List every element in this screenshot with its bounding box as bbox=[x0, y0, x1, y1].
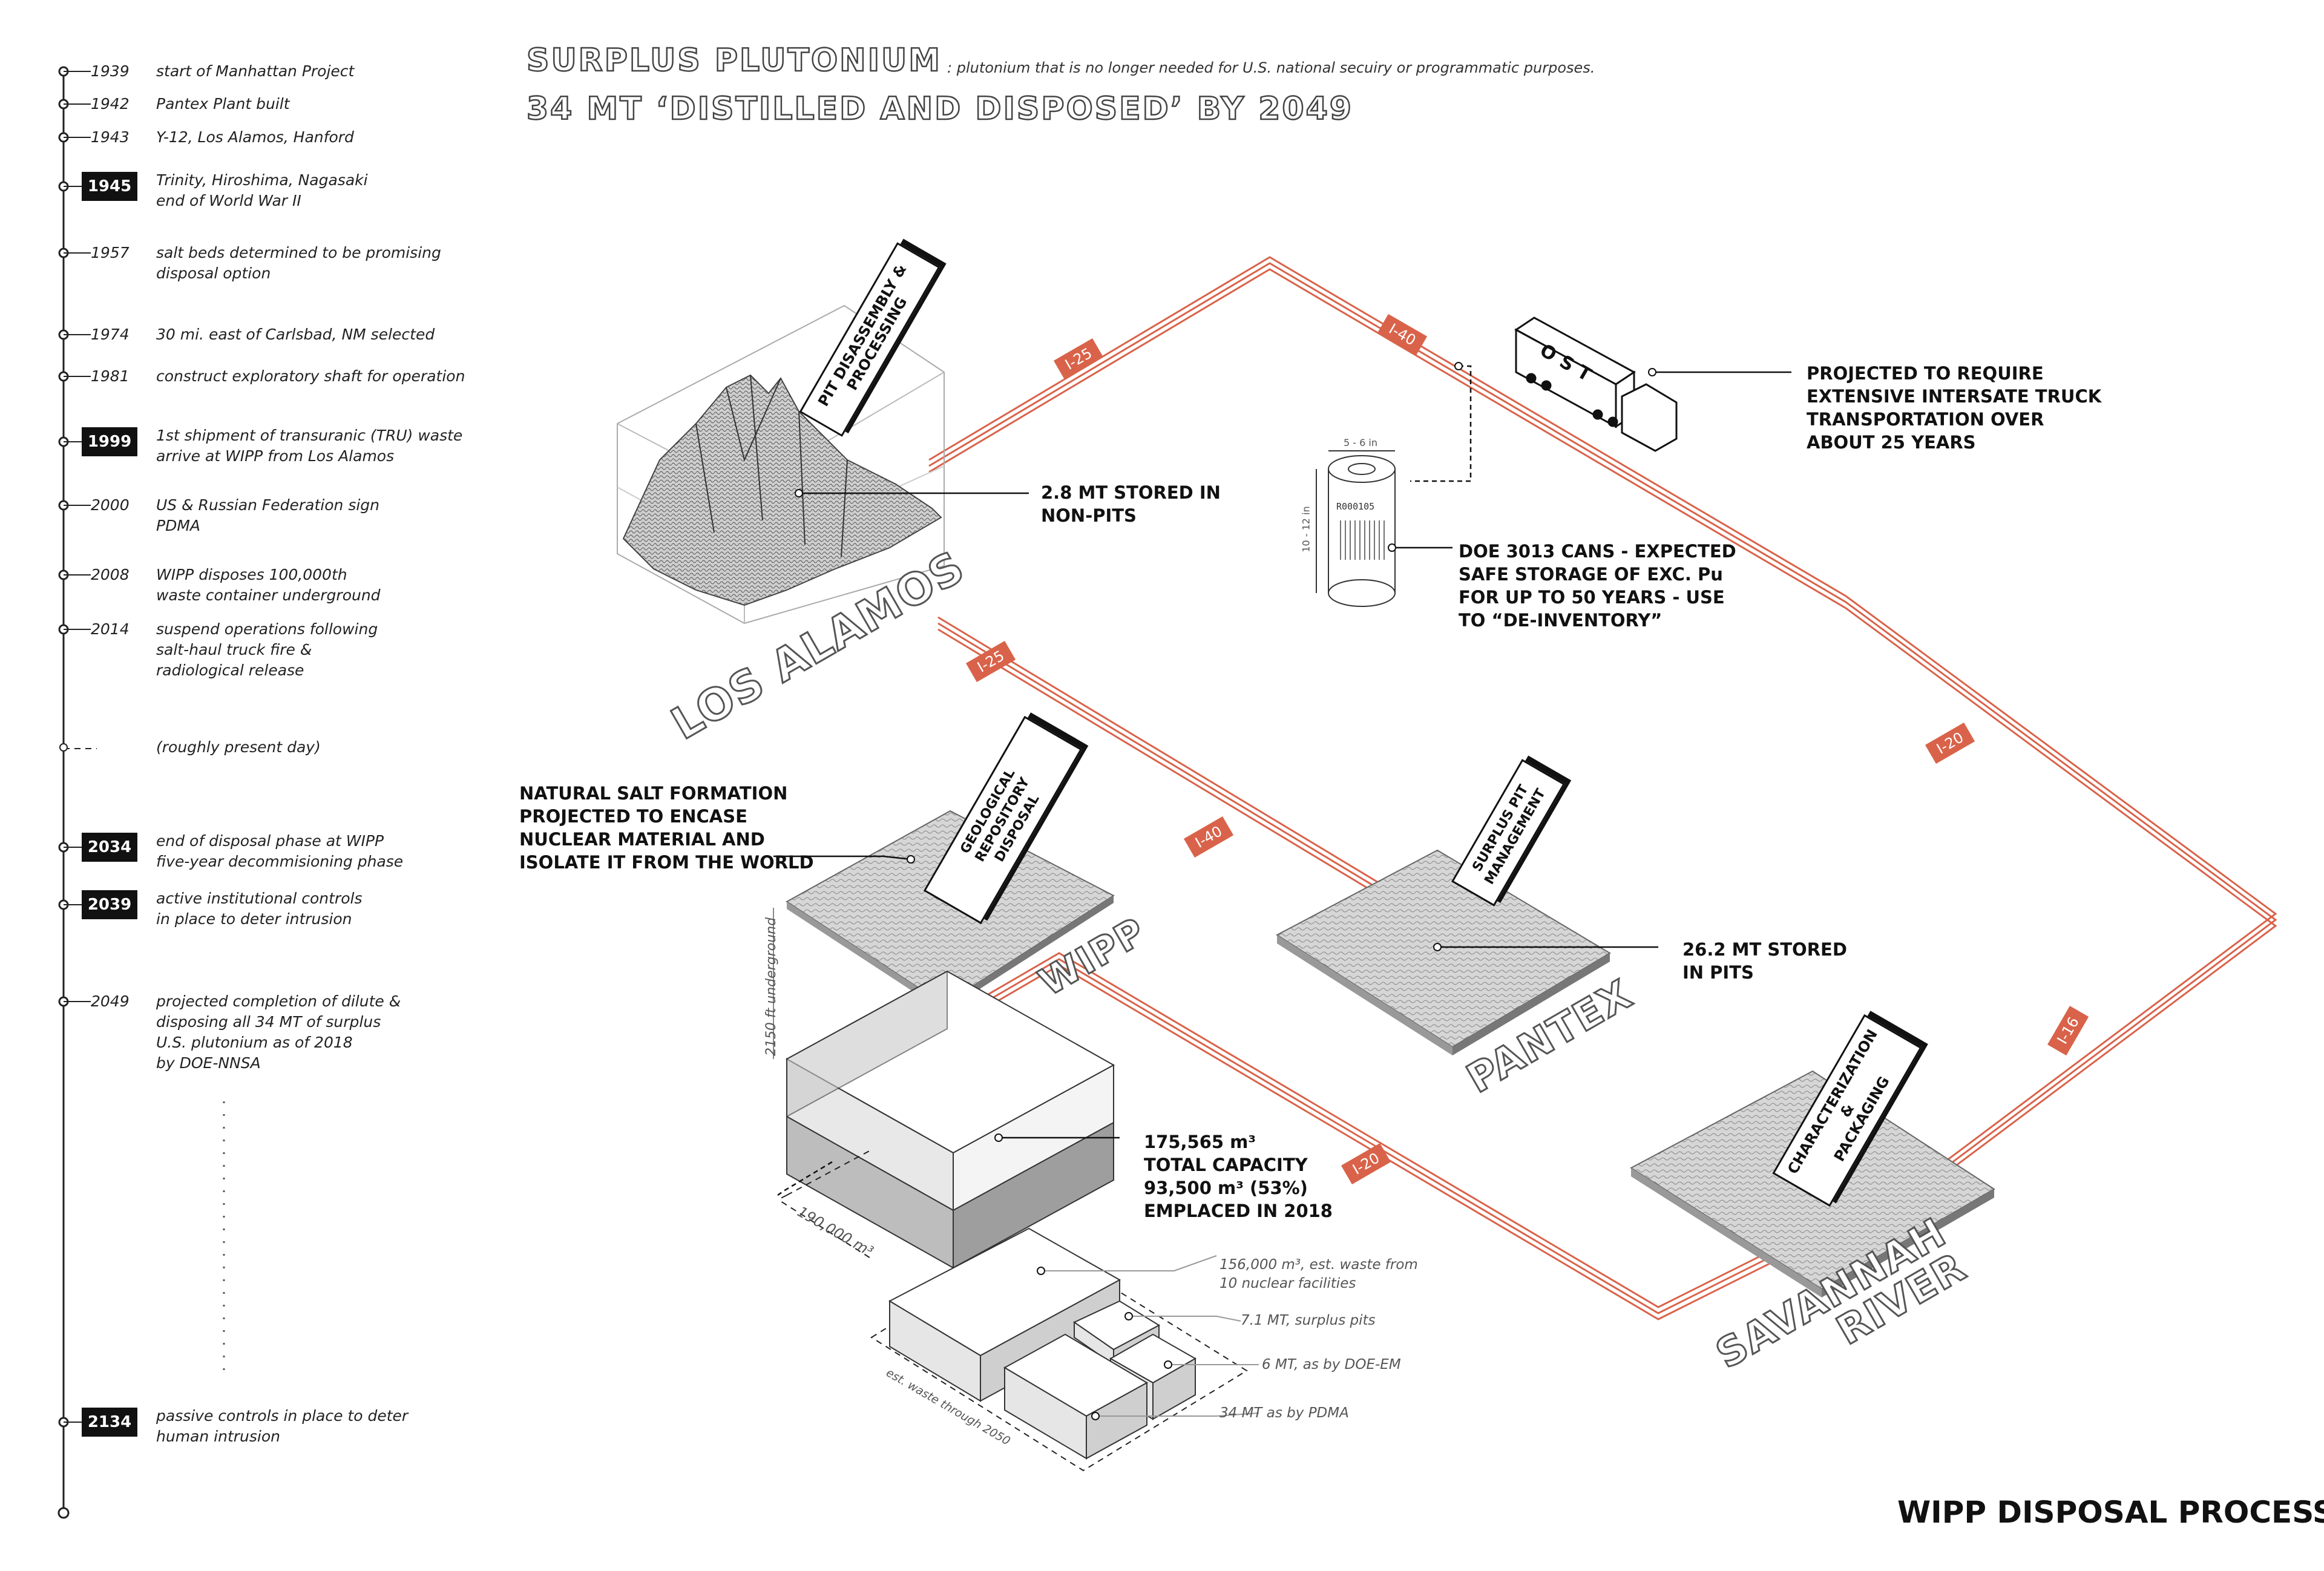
title-line-2: 34 MT ‘DISTILLED AND DISPOSED’ BY 2049 bbox=[526, 90, 1353, 128]
timeline-event: Y-12, Los Alamos, Hanford bbox=[156, 128, 354, 146]
timeline-year: 2008 bbox=[91, 566, 130, 583]
timeline-event: 30 mi. east of Carlsbad, NM selected bbox=[156, 326, 435, 343]
timeline-year: 1939 bbox=[91, 62, 130, 80]
timeline-event: active institutional controls in place t… bbox=[156, 890, 363, 928]
block-note-7-1-mt: 7.1 MT, surplus pits bbox=[1241, 1313, 1376, 1328]
timeline-event: (roughly present day) bbox=[156, 738, 321, 756]
callout-can: DOE 3013 CANS - EXPECTED SAFE STORAGE OF… bbox=[1459, 541, 1736, 631]
timeline-year: 1942 bbox=[91, 95, 130, 113]
timeline-node bbox=[59, 743, 68, 752]
timeline-year: 1957 bbox=[91, 244, 130, 261]
timeline-year: 1999 bbox=[82, 427, 137, 456]
surplus-definition: : plutonium that is no longer needed for… bbox=[947, 59, 1595, 76]
pantex-terrain bbox=[1276, 849, 1611, 1055]
leader-lines bbox=[773, 365, 1791, 1196]
callout-los-alamos: 2.8 MT STORED IN NON-PITS bbox=[1041, 482, 1221, 526]
repository-depth-label: 2150 ft underground bbox=[764, 917, 780, 1057]
timeline-event: US & Russian Federation sign PDMA bbox=[156, 496, 380, 534]
block-leaders bbox=[1041, 1255, 1259, 1417]
timeline-year: 1943 bbox=[91, 128, 130, 146]
timeline-event: 1st shipment of transuranic (TRU) waste … bbox=[156, 427, 463, 465]
timeline-year: 1974 bbox=[91, 326, 130, 343]
can-height-dim: 10 - 12 in bbox=[1300, 506, 1312, 553]
timeline-axis bbox=[57, 66, 225, 1519]
callout-repository-capacity: 175,565 m³ TOTAL CAPACITY 93,500 m³ (53%… bbox=[1144, 1132, 1333, 1221]
block-note-34-mt: 34 MT as by PDMA bbox=[1219, 1405, 1349, 1421]
truck-icon bbox=[1514, 316, 1678, 452]
timeline-event: projected completion of dilute & disposi… bbox=[156, 992, 401, 1072]
block-note-156000: 156,000 m³, est. waste from 10 nuclear f… bbox=[1219, 1257, 1418, 1291]
waste-blocks bbox=[780, 1149, 1248, 1472]
timeline-event: salt beds determined to be promising dis… bbox=[156, 244, 441, 282]
timeline-event: Pantex Plant built bbox=[156, 95, 290, 113]
los-alamos-terrain bbox=[617, 304, 945, 625]
route-network bbox=[928, 256, 2277, 1320]
leader-dots bbox=[795, 362, 1656, 1420]
timeline-event: Trinity, Hiroshima, Nagasaki end of Worl… bbox=[156, 171, 368, 209]
timeline-event: end of disposal phase at WIPP five-year … bbox=[156, 832, 404, 870]
can-serial: R000105 bbox=[1336, 501, 1375, 512]
callout-pantex: 26.2 MT STORED IN PITS bbox=[1682, 939, 1847, 983]
timeline-event: passive controls in place to deter human… bbox=[156, 1407, 409, 1445]
timeline-year: 1945 bbox=[82, 172, 137, 201]
timeline-year: 2049 bbox=[91, 992, 130, 1010]
timeline-event: suspend operations following salt-haul t… bbox=[156, 620, 378, 679]
timeline-year: 2034 bbox=[82, 833, 137, 862]
timeline-event: start of Manhattan Project bbox=[156, 62, 355, 80]
timeline-year: 2134 bbox=[82, 1408, 137, 1437]
title-line-1: SURPLUS PLUTONIUM bbox=[526, 42, 942, 80]
timeline-year: 2000 bbox=[91, 496, 130, 514]
can-width-dim: 5 - 6 in bbox=[1344, 437, 1377, 448]
repository-box bbox=[773, 908, 1115, 1269]
timeline-event: construct exploratory shaft for operatio… bbox=[156, 367, 465, 385]
timeline-year: 2039 bbox=[82, 890, 137, 919]
timeline-event: WIPP disposes 100,000th waste container … bbox=[156, 566, 381, 604]
wipp-terrain bbox=[786, 810, 1115, 1012]
callout-truck: PROJECTED TO REQUIRE EXTENSIVE INTERSATE… bbox=[1807, 363, 2102, 453]
footer-title: WIPP DISPOSAL PROCESS bbox=[1897, 1495, 2324, 1530]
timeline-year: 2014 bbox=[91, 620, 130, 638]
timeline-year: 1981 bbox=[91, 367, 130, 385]
callout-wipp-salt: NATURAL SALT FORMATION PROJECTED TO ENCA… bbox=[519, 783, 814, 873]
block-note-6-mt: 6 MT, as by DOE-EM bbox=[1262, 1357, 1401, 1373]
doe-3013-can-icon bbox=[1316, 450, 1396, 607]
